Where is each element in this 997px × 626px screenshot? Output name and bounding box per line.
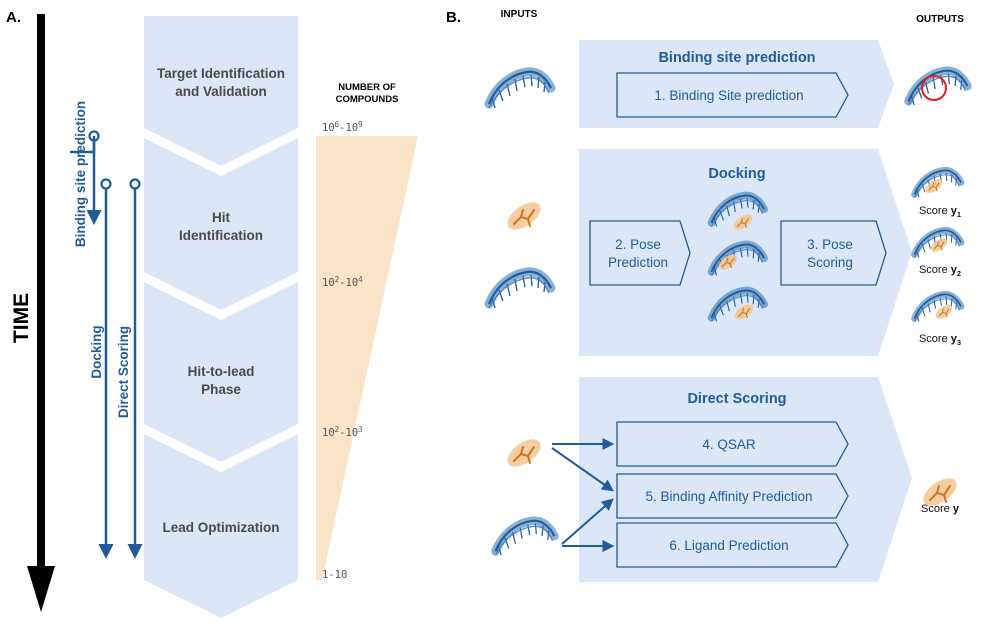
method-boxes <box>589 72 887 568</box>
box-affinity-label: 5. Binding Affinity Prediction <box>645 489 812 504</box>
stage-hit-shape <box>144 138 298 310</box>
binding-site-circle-icon <box>921 75 947 101</box>
stage-target-line2: and Validation <box>175 84 267 99</box>
time-label: TIME <box>10 293 33 343</box>
score-final: Score y <box>921 503 960 515</box>
stage-hit-line1: Hit <box>212 210 231 225</box>
box-pose-scoring <box>780 220 887 286</box>
method-lines <box>70 130 143 559</box>
outputs-header: OUTPUTS <box>916 14 964 25</box>
compounds-header-line1: NUMBER OF <box>338 82 396 93</box>
panel-b-label: B. <box>446 9 461 26</box>
direct-input-arrows <box>551 438 615 552</box>
count-hit: 102-104 <box>322 275 363 289</box>
score-2: Score y2 <box>919 264 961 278</box>
compound-funnel <box>316 136 418 580</box>
stage-target-shape <box>144 16 298 166</box>
count-hittolead: 102-103 <box>322 425 363 439</box>
stage-hit-line2: Identification <box>179 228 263 243</box>
box-pose-prediction <box>589 220 691 286</box>
stage-target-line1: Target Identification <box>157 66 285 81</box>
count-target: 106-109 <box>322 120 363 134</box>
compounds-header-line2: COMPOUNDS <box>336 94 399 105</box>
box-pose-scoring-line2: Scoring <box>807 255 853 270</box>
docking-section-shape <box>579 149 912 356</box>
pipeline-stages <box>144 16 298 618</box>
score-1: Score y1 <box>919 205 961 219</box>
box-qsar-label: 4. QSAR <box>702 437 756 452</box>
method-docking-label: Docking <box>89 325 104 378</box>
stage-lead-line1: Lead Optimization <box>162 520 279 535</box>
stage-hittolead-line1: Hit-to-lead <box>188 364 255 379</box>
count-lead: 1-10 <box>322 569 347 581</box>
box-pose-pred-line2: Prediction <box>608 255 668 270</box>
stage-hittolead-shape <box>144 282 298 462</box>
panel-a-label: A. <box>6 9 21 26</box>
method-direct-label: Direct Scoring <box>116 326 131 418</box>
stage-hittolead-line2: Phase <box>201 382 241 397</box>
direct-section-title: Direct Scoring <box>687 391 786 407</box>
inputs-header: INPUTS <box>501 9 538 20</box>
box-affinity <box>616 473 849 519</box>
binding-section-title: Binding site prediction <box>658 50 815 66</box>
box-qsar <box>616 421 849 467</box>
box-pose-pred-line1: 2. Pose <box>615 237 661 252</box>
box-ligand-prediction <box>616 522 849 568</box>
docking-section-title: Docking <box>708 166 765 182</box>
box-binding-label: 1. Binding Site prediction <box>654 88 803 103</box>
box-pose-scoring-line1: 3. Pose <box>807 237 853 252</box>
score-3: Score y3 <box>919 333 961 347</box>
box-binding-site <box>616 72 849 118</box>
stage-lead-shape <box>144 434 298 618</box>
method-binding-label: Binding site prediction <box>73 101 88 247</box>
time-arrow <box>27 14 55 612</box>
box-ligand-label: 6. Ligand Prediction <box>669 538 788 553</box>
